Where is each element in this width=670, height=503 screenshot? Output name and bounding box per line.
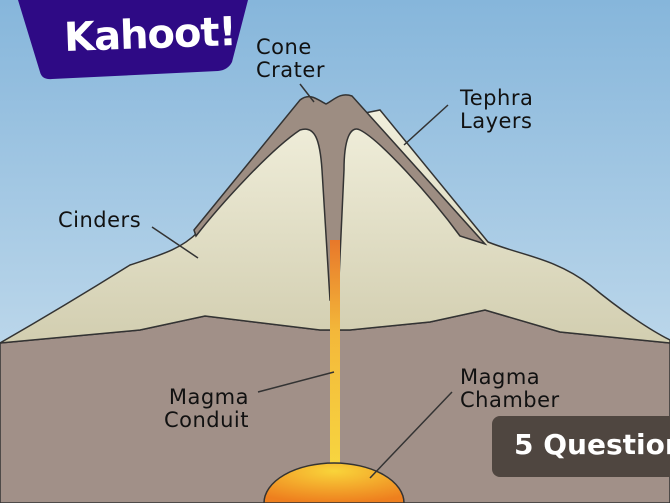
cinders-label: Cinders <box>58 208 142 232</box>
tephra-label-line2: Layers <box>460 109 533 133</box>
chamber-label-line2: Chamber <box>460 388 560 412</box>
conduit-label-line1: Magma <box>168 385 249 409</box>
tephra-label: Tephra Layers <box>460 87 533 133</box>
question-count-text: 5 Questions <box>514 428 670 461</box>
crater-label-line2: Crater <box>256 58 325 82</box>
logo-text: Kahoot! <box>63 9 237 61</box>
crater-label-line1: Cone <box>256 35 312 59</box>
conduit-label-line2: Conduit <box>163 408 249 432</box>
chamber-label-line1: Magma <box>460 365 541 389</box>
question-count-badge: 5 Questions <box>492 416 670 477</box>
kahoot-logo: Kahoot! <box>0 0 250 80</box>
conduit-label: Magma Conduit <box>157 386 249 432</box>
chamber-label: Magma Chamber <box>460 366 560 412</box>
leader-lines <box>151 83 453 479</box>
tephra-label-line1: Tephra <box>460 86 534 110</box>
crater-label: Cone Crater <box>256 36 325 82</box>
magma-chamber <box>263 462 405 503</box>
tephra-layers <box>193 94 488 301</box>
logo-banner <box>18 0 248 80</box>
magma-conduit <box>330 240 340 470</box>
